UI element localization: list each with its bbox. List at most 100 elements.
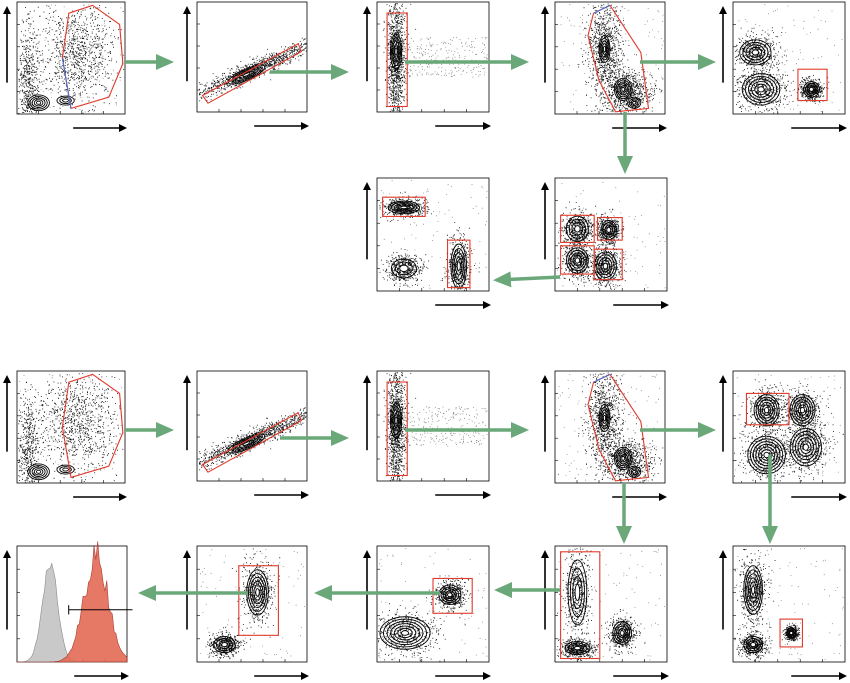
density-contour bbox=[253, 584, 262, 601]
density-contour bbox=[565, 215, 589, 242]
density-contour bbox=[218, 640, 231, 650]
density-contour bbox=[564, 641, 591, 656]
density-contour bbox=[29, 465, 48, 479]
density-contour bbox=[751, 585, 756, 595]
density-contour bbox=[29, 96, 48, 110]
density-contour bbox=[442, 588, 457, 602]
density-contour bbox=[808, 86, 814, 92]
density-contour bbox=[739, 39, 772, 66]
density-contour bbox=[743, 565, 764, 615]
density-contour bbox=[33, 99, 44, 107]
gate-rect bbox=[238, 565, 279, 636]
density-contour bbox=[390, 258, 417, 279]
density-contour bbox=[618, 452, 629, 465]
density-contour bbox=[617, 628, 627, 638]
density-contour bbox=[752, 441, 781, 469]
gate-polygon-edge bbox=[593, 4, 611, 14]
density-contour bbox=[602, 414, 607, 422]
event-dots bbox=[18, 7, 45, 114]
density-contour bbox=[59, 97, 72, 104]
panel-r4c5 bbox=[719, 545, 847, 680]
panel-r1c5 bbox=[719, 1, 847, 132]
density-contour bbox=[749, 581, 757, 599]
density-contour bbox=[613, 77, 633, 102]
density-contour bbox=[227, 64, 266, 85]
panel-r1c3 bbox=[363, 1, 491, 130]
density-contour bbox=[394, 203, 414, 212]
density-contour bbox=[614, 623, 631, 643]
density-contour bbox=[632, 100, 637, 105]
density-contour bbox=[745, 638, 761, 652]
panel-r3c2 bbox=[183, 370, 309, 499]
density-contour bbox=[390, 623, 420, 643]
density-contour bbox=[573, 646, 581, 651]
density-contour bbox=[221, 642, 228, 648]
density-contour bbox=[786, 627, 797, 639]
density-contour bbox=[802, 443, 809, 451]
density-contour bbox=[27, 463, 50, 481]
gate-rect bbox=[382, 196, 426, 217]
panel-r3c5 bbox=[719, 370, 847, 501]
density-contour bbox=[452, 247, 466, 285]
gate-polygon bbox=[201, 412, 303, 473]
density-contour bbox=[616, 625, 629, 641]
density-contour bbox=[393, 413, 399, 428]
density-contour bbox=[789, 394, 816, 427]
density-contour bbox=[613, 446, 633, 471]
density-contour bbox=[456, 261, 461, 272]
density-contour bbox=[450, 243, 468, 289]
panel-r2c3 bbox=[363, 177, 491, 309]
density-contour bbox=[389, 402, 403, 439]
density-contour bbox=[231, 435, 262, 452]
event-dots bbox=[734, 27, 788, 92]
density-contour bbox=[601, 43, 608, 55]
density-contour bbox=[748, 78, 774, 101]
density-contour bbox=[747, 435, 786, 475]
density-contour bbox=[600, 40, 609, 58]
density-contour bbox=[393, 44, 399, 59]
density-contour bbox=[394, 416, 398, 425]
density-contour bbox=[797, 437, 815, 458]
density-contour bbox=[387, 200, 421, 215]
density-contour bbox=[619, 454, 627, 463]
density-contour bbox=[27, 94, 50, 112]
gate-polygon-edge bbox=[593, 373, 611, 383]
density-contour bbox=[62, 98, 69, 103]
density-contour bbox=[440, 586, 460, 603]
density-contour bbox=[632, 469, 637, 474]
density-contour bbox=[35, 100, 42, 105]
gate-polygon bbox=[587, 373, 650, 482]
density-contour bbox=[390, 201, 417, 213]
panel-r1c1 bbox=[3, 1, 127, 132]
density-contour bbox=[383, 618, 427, 648]
density-contour bbox=[615, 79, 631, 100]
density-contour bbox=[62, 467, 69, 472]
density-contour bbox=[392, 409, 400, 432]
density-contour bbox=[795, 401, 810, 419]
density-contour bbox=[453, 252, 464, 280]
panel-r4c2 bbox=[183, 545, 309, 680]
density-contour bbox=[601, 412, 608, 424]
density-contour bbox=[392, 40, 400, 63]
gate-rect bbox=[432, 577, 473, 614]
density-contour bbox=[604, 224, 614, 236]
density-contour bbox=[619, 85, 627, 94]
gate-rect bbox=[597, 217, 623, 241]
density-contour bbox=[797, 404, 808, 416]
density-contour bbox=[748, 577, 759, 603]
density-contour bbox=[616, 450, 630, 467]
density-contour bbox=[600, 220, 618, 240]
gate-rect bbox=[745, 392, 790, 426]
density-contour bbox=[56, 95, 75, 106]
density-contour bbox=[255, 588, 260, 597]
gate-polygon-edge bbox=[61, 57, 72, 109]
density-contour bbox=[789, 630, 794, 636]
density-contour bbox=[745, 44, 766, 61]
gating-flow-arrow bbox=[493, 271, 561, 288]
density-contour bbox=[570, 644, 585, 652]
density-contour bbox=[619, 630, 625, 636]
density-contour bbox=[621, 456, 626, 461]
gate-polygon bbox=[587, 4, 650, 113]
